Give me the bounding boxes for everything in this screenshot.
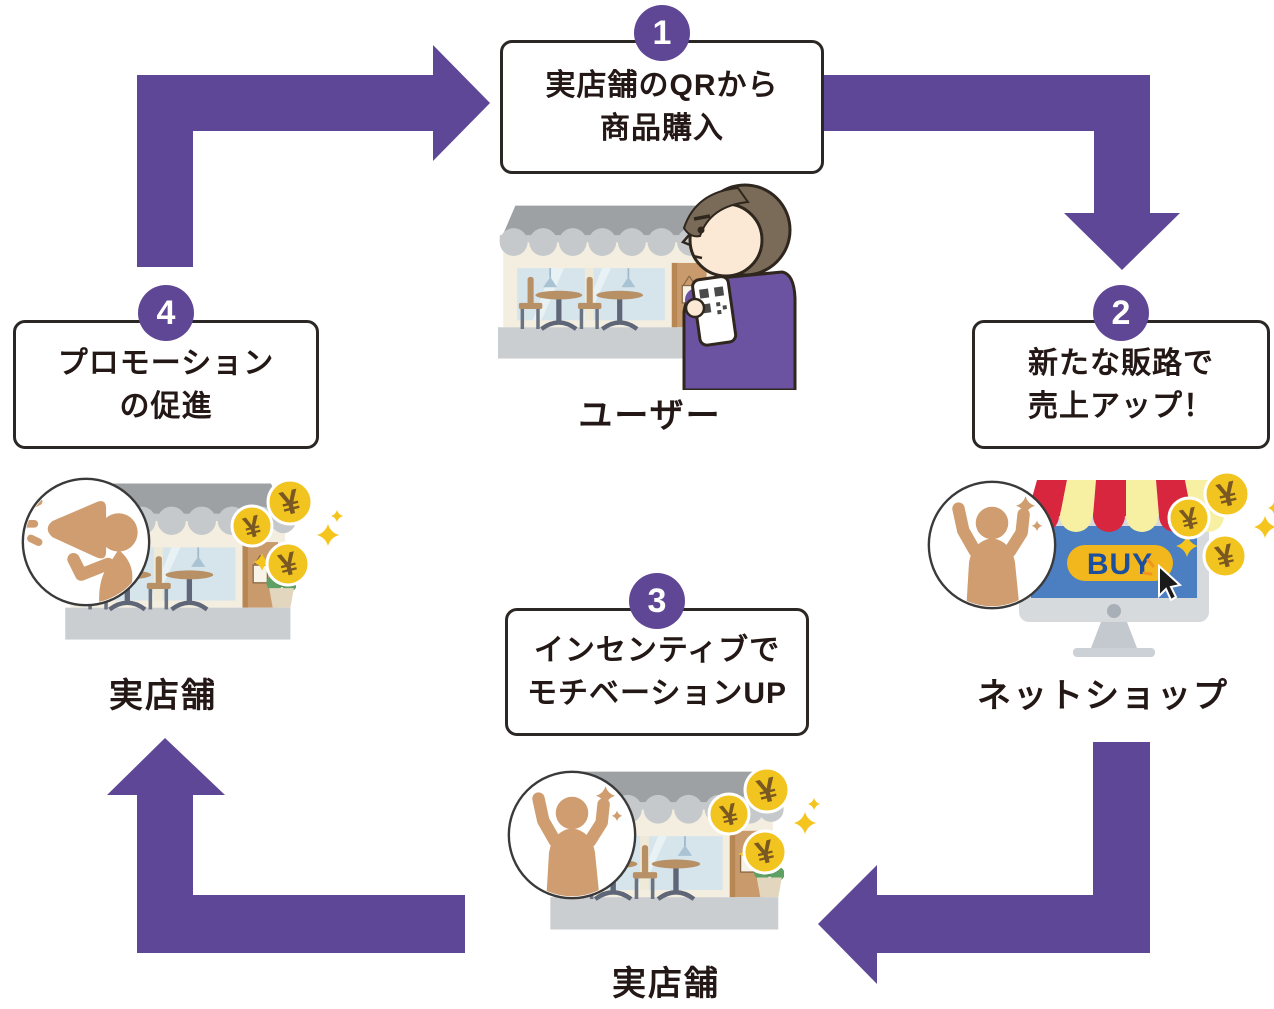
illustration-user-scanning-qr: [498, 183, 797, 390]
step-text: インセンティブで: [533, 634, 781, 667]
caption-store-bottom: 実店舗: [612, 965, 720, 1003]
step-number-badge: 1: [634, 5, 690, 61]
step-box-4: 4 プロモーション の促進: [13, 285, 319, 449]
hand: [684, 297, 706, 319]
step-box-1: 1 実店舗のQRから 商品購入: [500, 5, 824, 174]
step-number-badge: 2: [1093, 285, 1149, 341]
step-box-2: 2 新たな販路で 売上アップ！: [972, 285, 1270, 449]
arrow-step2-to-step3: [818, 742, 1150, 984]
illustration-store-promotion: [15, 470, 360, 665]
step-text: モチベーションUP: [526, 677, 788, 710]
arrow-step4-to-step1: [137, 45, 490, 267]
step-box-3: 3 インセンティブで モチベーションUP: [505, 573, 809, 736]
arrow-step3-to-step4: [107, 738, 465, 953]
smartphone-icon: [691, 275, 738, 347]
step-text: の促進: [119, 389, 213, 423]
step-number-badge: 3: [629, 573, 685, 629]
user-person-icon: [680, 183, 797, 390]
illustration-store-motivated: [495, 760, 845, 960]
svg-text:BUY: BUY: [1087, 548, 1153, 581]
step-text: 売上アップ！: [1028, 389, 1214, 423]
step-number-badge: 4: [138, 285, 194, 341]
caption-net-shop: ネットショップ: [977, 677, 1229, 715]
caption-user: ユーザー: [578, 397, 722, 435]
step-text: 実店舗のQRから: [545, 69, 779, 102]
step-text: 商品購入: [600, 112, 724, 145]
buy-button: BUY: [1067, 545, 1173, 581]
arrow-step1-to-step2: [822, 75, 1180, 270]
caption-store-left: 実店舗: [109, 677, 217, 715]
cursor-icon: [1142, 558, 1183, 602]
illustration-net-shop: BUY: [915, 470, 1274, 657]
step-text: プロモーション: [57, 346, 275, 380]
step-text: 新たな販路で: [1028, 346, 1214, 380]
